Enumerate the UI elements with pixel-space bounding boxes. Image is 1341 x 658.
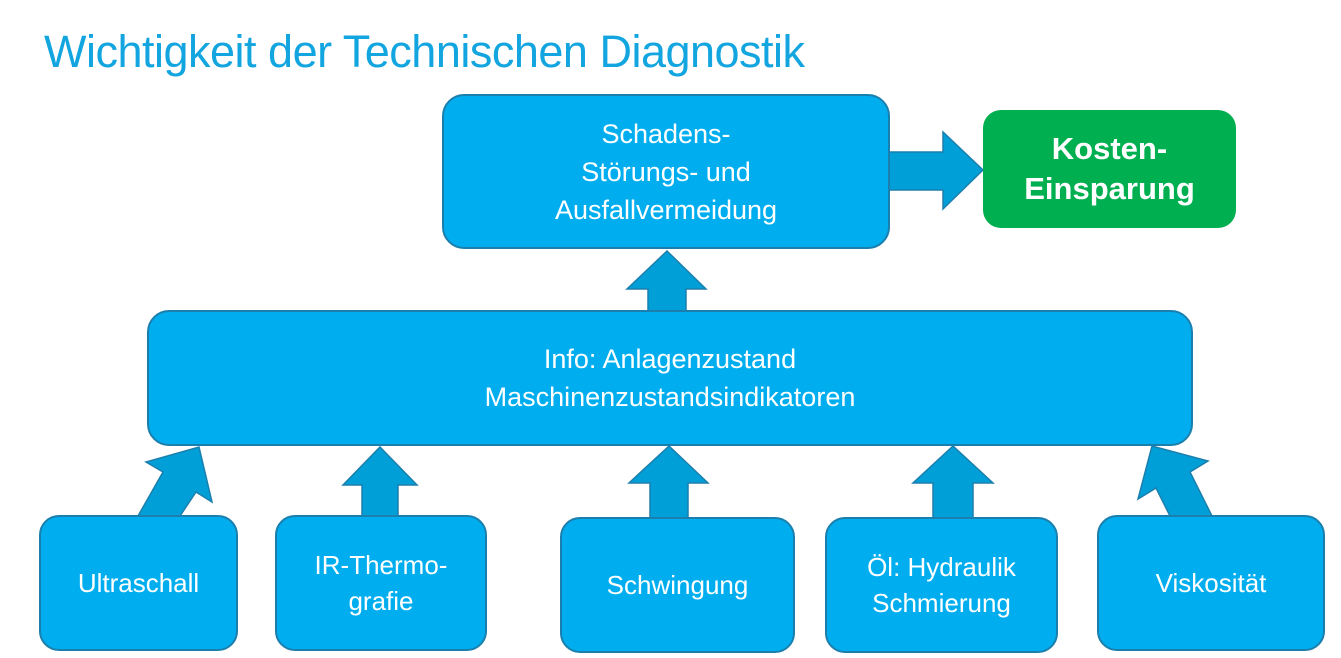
box-line: Öl: Hydraulik	[867, 552, 1016, 582]
box-line: Info: Anlagenzustand	[543, 344, 797, 374]
arrow-ultraschall	[136, 446, 214, 517]
damage-prevention-box: Schadens- Störungs- und Ausfallvermeidun…	[442, 94, 890, 249]
arrow-viskositaet	[1136, 445, 1214, 517]
box-line: Schmierung	[872, 588, 1011, 618]
arrow-right-to-outcome	[888, 130, 985, 211]
page-title: Wichtigkeit der Technischen Diagnostik	[44, 26, 805, 77]
machine-state-info-box: Info: Anlagenzustand Maschinenzustandsin…	[147, 310, 1193, 446]
box-line: Kosten-	[1051, 131, 1168, 166]
box-line: Viskosität	[1155, 568, 1267, 598]
arrow-up-to-top-box	[625, 249, 708, 312]
box-line: Schwingung	[606, 570, 749, 600]
box-line: Ausfallvermeidung	[554, 194, 778, 225]
box-line: Schadens-	[601, 118, 731, 149]
arrow-schwingung	[627, 444, 710, 519]
arrow-ir-thermografie	[341, 445, 419, 517]
box-line: grafie	[348, 586, 414, 616]
method-box-ultraschall: Ultraschall	[39, 515, 238, 651]
method-box-viskositaet: Viskosität	[1097, 515, 1325, 651]
method-box-oel: Öl: Hydraulik Schmierung	[825, 517, 1058, 653]
method-box-ir-thermografie: IR-Thermo- grafie	[275, 515, 487, 651]
method-box-schwingung: Schwingung	[560, 517, 795, 653]
box-line: Ultraschall	[77, 568, 200, 598]
box-line: IR-Thermo-	[314, 550, 448, 580]
box-line: Maschinenzustandsindikatoren	[484, 382, 856, 412]
arrow-oel	[911, 444, 995, 519]
box-line: Störungs- und	[581, 156, 751, 187]
box-line: Einsparung	[1024, 171, 1195, 206]
cost-savings-box: Kosten- Einsparung	[983, 110, 1236, 228]
